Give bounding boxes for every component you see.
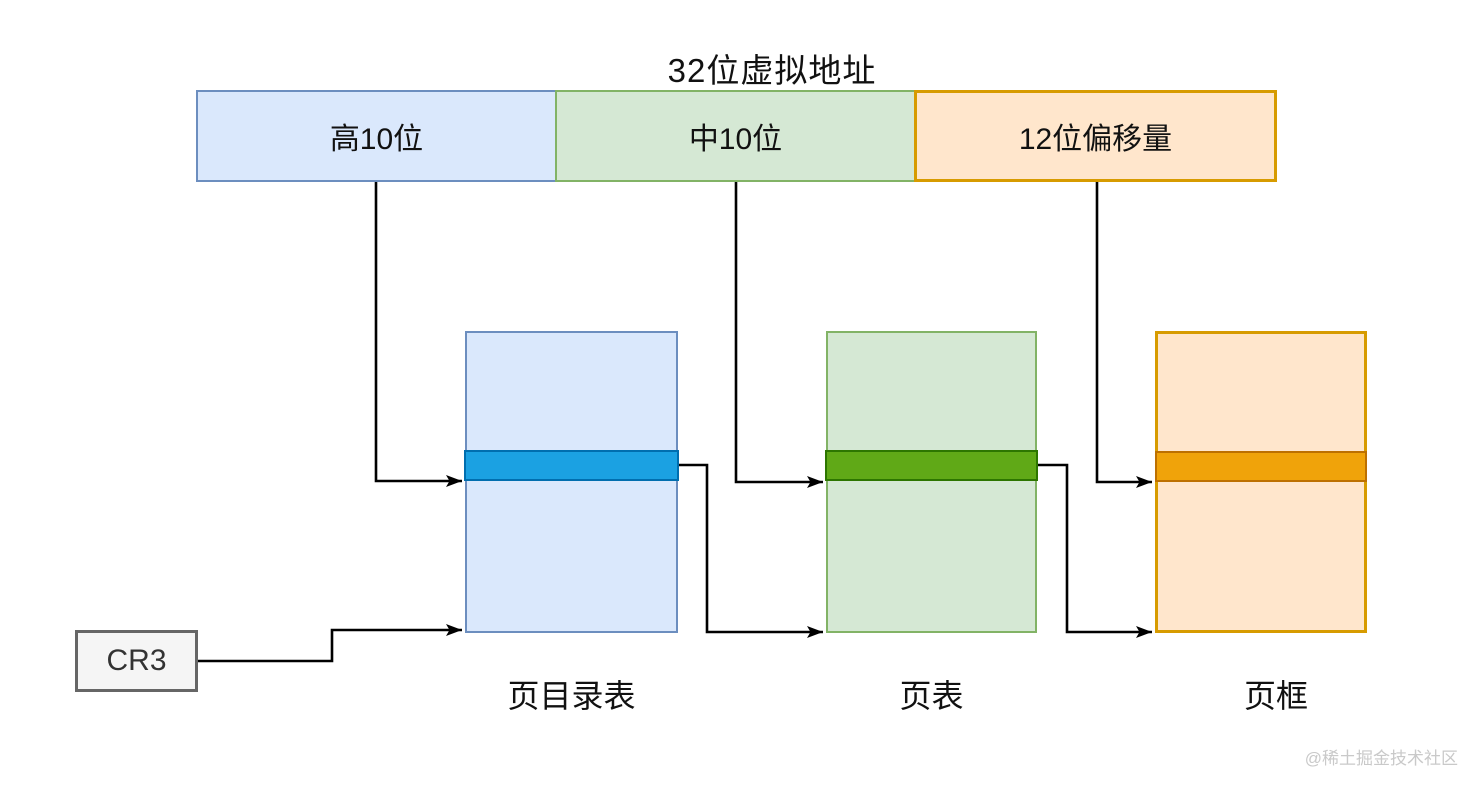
segment-middle-10-bits: 中10位 [555, 90, 916, 182]
virtual-address-bar: 高10位 中10位 12位偏移量 [196, 90, 1277, 182]
cr3-register-box: CR3 [75, 630, 198, 692]
segment-12-bit-offset-label: 12位偏移量 [1018, 123, 1173, 156]
page-table-box [825, 331, 1038, 633]
page-directory-selected-entry [464, 450, 679, 481]
connector-cr3-to-page-directory [198, 624, 462, 663]
connector-page-directory-entry-to-page-table [679, 463, 823, 638]
segment-middle-10-bits-label: 中10位 [688, 123, 783, 156]
diagram-title: 32位虚拟地址 [667, 52, 877, 89]
page-frame-label: 页框 [1243, 678, 1308, 714]
segment-high-10-bits-label: 高10位 [329, 123, 424, 156]
cr3-label: CR3 [106, 644, 167, 677]
watermark: @稀土掘金技术社区 [1304, 749, 1458, 768]
segment-high-10-bits: 高10位 [196, 90, 557, 182]
page-table-selected-entry [825, 450, 1038, 481]
page-directory-table-box [464, 331, 679, 633]
page-table-label: 页表 [899, 678, 964, 714]
connector-high10-to-page-directory [374, 182, 462, 487]
connector-page-table-entry-to-page-frame [1038, 463, 1152, 638]
page-directory-label: 页目录表 [507, 678, 636, 714]
connector-offset12-to-page-frame [1095, 182, 1152, 488]
connector-mid10-to-page-table [734, 182, 823, 488]
segment-12-bit-offset: 12位偏移量 [914, 90, 1277, 182]
page-frame-selected-entry [1155, 451, 1367, 482]
page-frame-box [1155, 331, 1367, 633]
